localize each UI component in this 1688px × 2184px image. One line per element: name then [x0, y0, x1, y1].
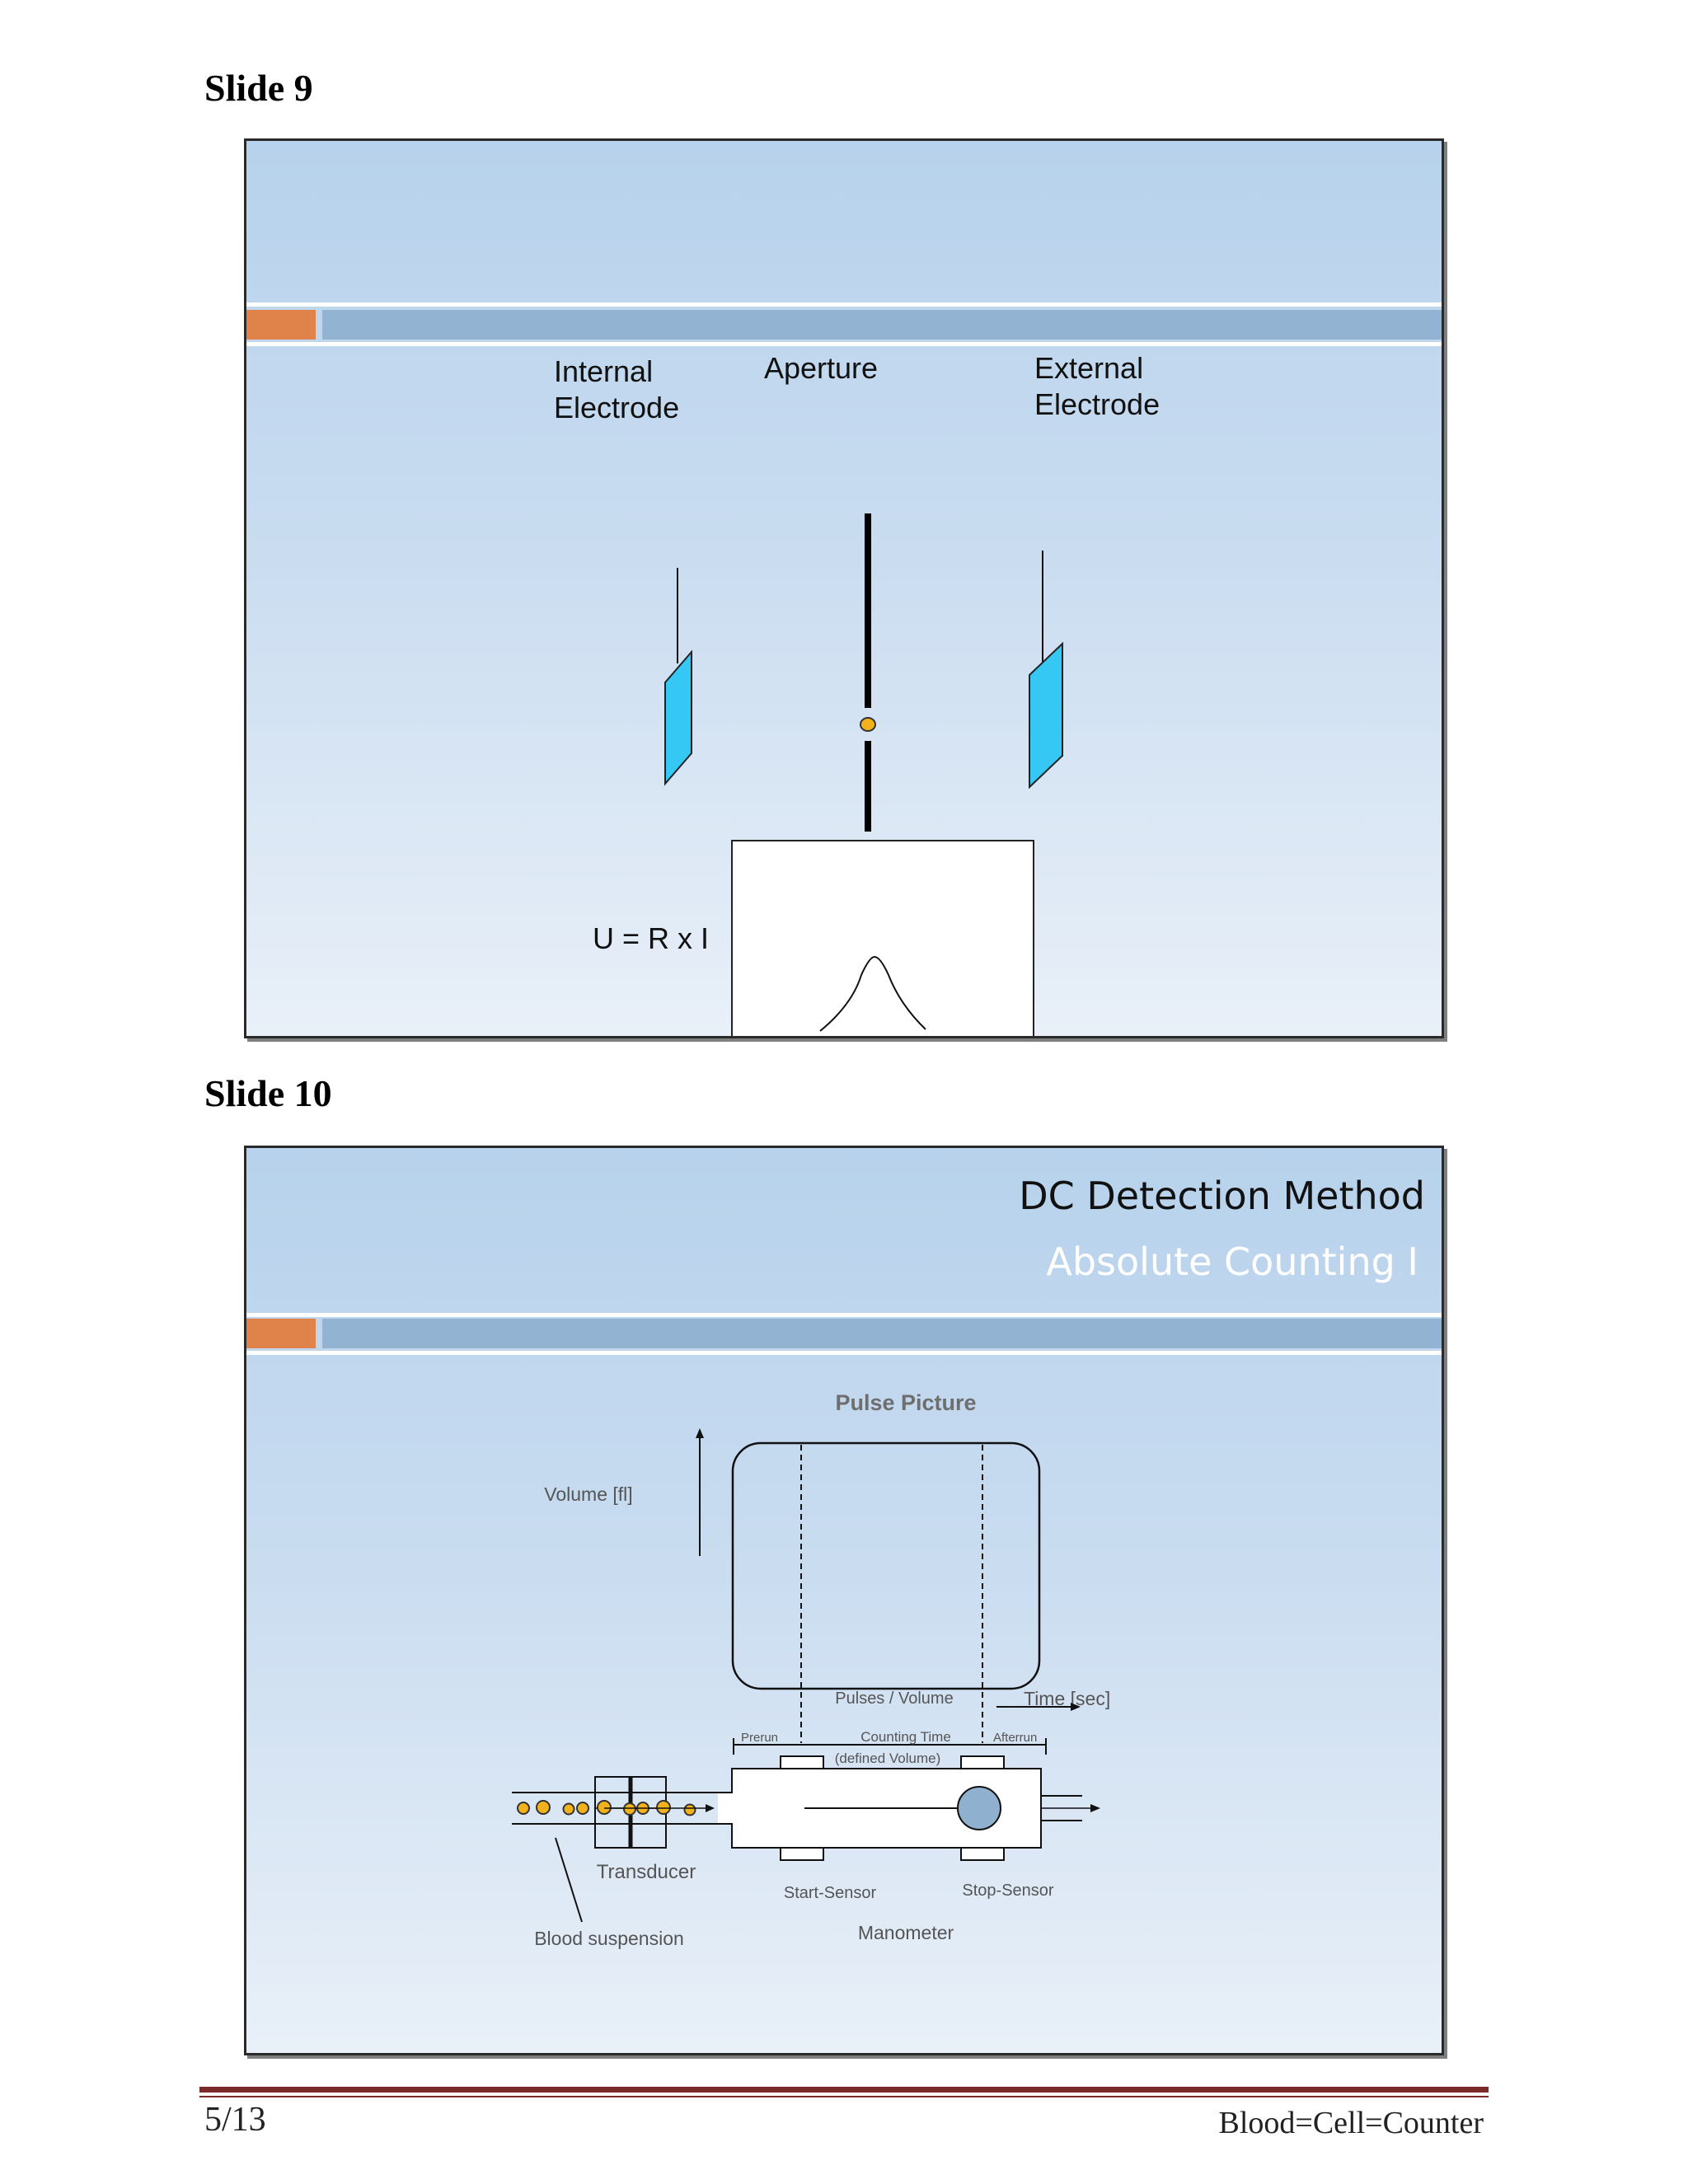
- footer-rule-thin: [199, 2096, 1489, 2097]
- slide-9-heading: Slide 9: [204, 67, 313, 109]
- pulse-picture-title: Pulse Picture: [835, 1390, 976, 1415]
- header-separator-top: [246, 302, 1442, 307]
- document-title: Blood=Cell=Counter: [1218, 2106, 1484, 2140]
- stop-sensor-top: [960, 1755, 1005, 1769]
- accent-orange-block: [246, 310, 316, 340]
- slide-10-heading: Slide 10: [204, 1072, 332, 1114]
- page-number: 5/13: [204, 2101, 266, 2139]
- flow-arrowhead-outlet: [1090, 1804, 1100, 1812]
- transducer-label: Transducer: [597, 1861, 696, 1883]
- counting-time-label: Counting Time: [860, 1729, 951, 1745]
- blood-cell: [517, 1802, 530, 1815]
- pulse-display-box: [731, 840, 1034, 1036]
- volume-axis-label: Volume [fl]: [544, 1483, 632, 1505]
- start-sensor-bottom: [780, 1847, 824, 1861]
- blood-cell: [576, 1802, 589, 1815]
- volume-axis-arrowhead: [696, 1428, 704, 1438]
- pulses-volume-label: Pulses / Volume: [835, 1690, 953, 1708]
- blood-suspension-pointer: [555, 1837, 583, 1923]
- blood-cell: [597, 1800, 612, 1815]
- header-separator-bottom: [246, 342, 1442, 346]
- footer-rule-thick: [199, 2087, 1489, 2093]
- stop-sensor-label: Stop-Sensor: [962, 1882, 1054, 1900]
- external-electrode-label-line2: Electrode: [1034, 387, 1160, 421]
- time-axis-label: Time [sec]: [1024, 1688, 1110, 1709]
- manometer-float: [957, 1786, 1001, 1830]
- slide-title: DC Detection Method: [1019, 1174, 1425, 1218]
- pulse-display-frame: [731, 1441, 1041, 1690]
- external-electrode-label-line1: External: [1034, 351, 1143, 385]
- aperture-wall-upper: [865, 513, 871, 708]
- start-sensor-top: [780, 1755, 824, 1769]
- prerun-label: Prerun: [741, 1731, 778, 1745]
- internal-electrode-label-line2: Electrode: [554, 391, 679, 424]
- blood-cell: [536, 1800, 551, 1815]
- blood-cell: [623, 1802, 636, 1816]
- voltage-pulse-curve: [819, 955, 926, 1032]
- manometer-label: Manometer: [858, 1922, 954, 1943]
- flow-arrowhead-inlet: [706, 1804, 715, 1812]
- accent-orange-block: [246, 1319, 316, 1348]
- header-separator-top: [246, 1313, 1442, 1317]
- blood-cell: [562, 1802, 575, 1816]
- internal-electrode-label-line1: Internal: [554, 354, 653, 388]
- inlet-tube-opening: [718, 1793, 733, 1823]
- slide-subtitle: Absolute Counting I: [1046, 1240, 1418, 1284]
- blood-cell: [683, 1803, 696, 1816]
- slide-10: DC Detection Method Absolute Counting I …: [244, 1146, 1444, 2055]
- cell-particle: [860, 717, 876, 732]
- header-separator-bottom: [246, 1351, 1442, 1355]
- aperture-wall-lower: [865, 741, 871, 832]
- accent-blue-bar: [322, 310, 1442, 340]
- external-electrode-plate: [1029, 641, 1063, 790]
- stop-sensor-bottom: [960, 1847, 1005, 1861]
- ohms-law-formula: U = R x I: [593, 921, 709, 955]
- afterrun-label: Afterrun: [993, 1731, 1037, 1745]
- accent-blue-bar: [322, 1319, 1442, 1348]
- blood-suspension-label: Blood suspension: [534, 1928, 684, 1949]
- internal-electrode-plate: [664, 649, 692, 786]
- start-sensor-label: Start-Sensor: [784, 1884, 877, 1902]
- defined-volume-label: (defined Volume): [835, 1750, 941, 1766]
- aperture-label: Aperture: [764, 351, 878, 385]
- blood-cell: [656, 1800, 671, 1815]
- slide-9: Internal Electrode Aperture External Ele…: [244, 138, 1444, 1038]
- time-axis-arrowhead: [1071, 1703, 1081, 1711]
